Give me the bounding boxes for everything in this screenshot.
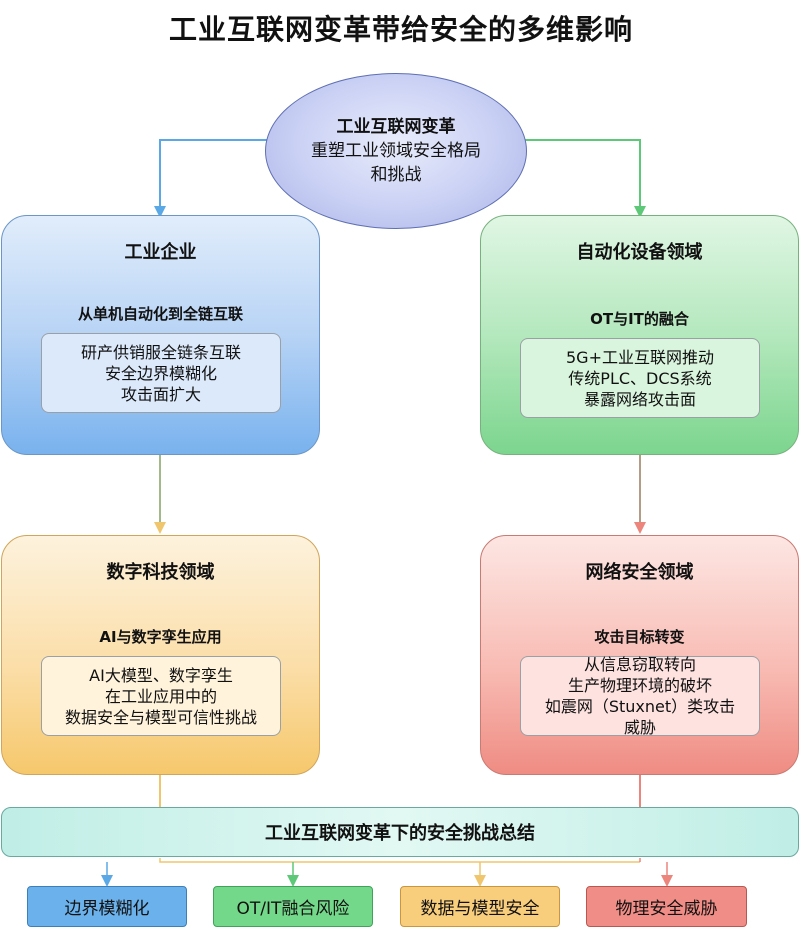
detail-line: 在工业应用中的 [104,686,217,706]
detail-line: 传统PLC、DCS系统 [568,368,712,388]
detail-line: 5G+工业互联网推动 [566,347,714,367]
panel-network-title: 网络安全领域 [585,562,694,583]
detail-line: 数据安全与模型可信性挑战 [64,707,257,727]
line-summary-bus [159,858,640,863]
detail-line: 安全边界模糊化 [104,363,217,383]
tag-ot-it-risk: OT/IT融合风险 [213,886,373,927]
arrow-center-to-automation [490,139,646,218]
panel-industrial: 工业企业 从单机自动化到全链互联 研产供销服全链条互联 安全边界模糊化 攻击面扩… [1,215,320,455]
center-node-heading: 工业互联网变革 [336,117,456,137]
center-node-line: 和挑战 [370,165,422,185]
detail-line: 暴露网络攻击面 [583,389,696,409]
panel-network-detail: 从信息窃取转向 生产物理环境的破坏 如震网（Stuxnet）类攻击 威胁 [520,655,760,737]
detail-line: 研产供销服全链条互联 [80,342,241,362]
summary-bar: 工业互联网变革下的安全挑战总结 [1,807,799,857]
tag-physical-threat: 物理安全威胁 [586,886,747,927]
detail-line: AI大模型、数字孪生 [89,665,233,685]
arrow-center-to-industrial [154,139,305,218]
center-node-line: 重塑工业领域安全格局 [311,141,481,161]
center-node: 工业互联网变革 重塑工业领域安全格局 和挑战 [265,73,527,229]
tag-data-model-security: 数据与模型安全 [400,886,560,927]
panel-digital-title: 数字科技领域 [106,562,215,583]
panel-automation: 自动化设备领域 OT与IT的融合 5G+工业互联网推动 传统PLC、DCS系统 … [480,215,799,455]
detail-line: 攻击面扩大 [120,384,201,404]
panel-industrial-detail: 研产供销服全链条互联 安全边界模糊化 攻击面扩大 [41,333,281,413]
tag-boundary-blur: 边界模糊化 [27,886,187,927]
panel-digital-subtitle: AI与数字孪生应用 [99,628,222,646]
detail-line: 如震网（Stuxnet）类攻击 [544,697,736,716]
panel-network: 网络安全领域 攻击目标转变 从信息窃取转向 生产物理环境的破坏 如震网（Stux… [480,535,799,775]
panel-digital-detail: AI大模型、数字孪生 在工业应用中的 数据安全与模型可信性挑战 [41,656,281,736]
detail-line: 生产物理环境的破坏 [567,676,712,695]
panel-automation-detail: 5G+工业互联网推动 传统PLC、DCS系统 暴露网络攻击面 [520,338,760,418]
detail-line: 从信息窃取转向 [583,655,696,674]
panel-automation-subtitle: OT与IT的融合 [590,310,689,328]
panel-digital: 数字科技领域 AI与数字孪生应用 AI大模型、数字孪生 在工业应用中的 数据安全… [1,535,320,775]
diagram-title: 工业互联网变革带给安全的多维影响 [168,13,633,46]
panel-industrial-subtitle: 从单机自动化到全链互联 [77,305,243,323]
panel-automation-title: 自动化设备领域 [576,242,703,263]
panel-network-subtitle: 攻击目标转变 [594,628,685,646]
panel-industrial-title: 工业企业 [124,242,197,263]
detail-line: 威胁 [623,718,656,737]
